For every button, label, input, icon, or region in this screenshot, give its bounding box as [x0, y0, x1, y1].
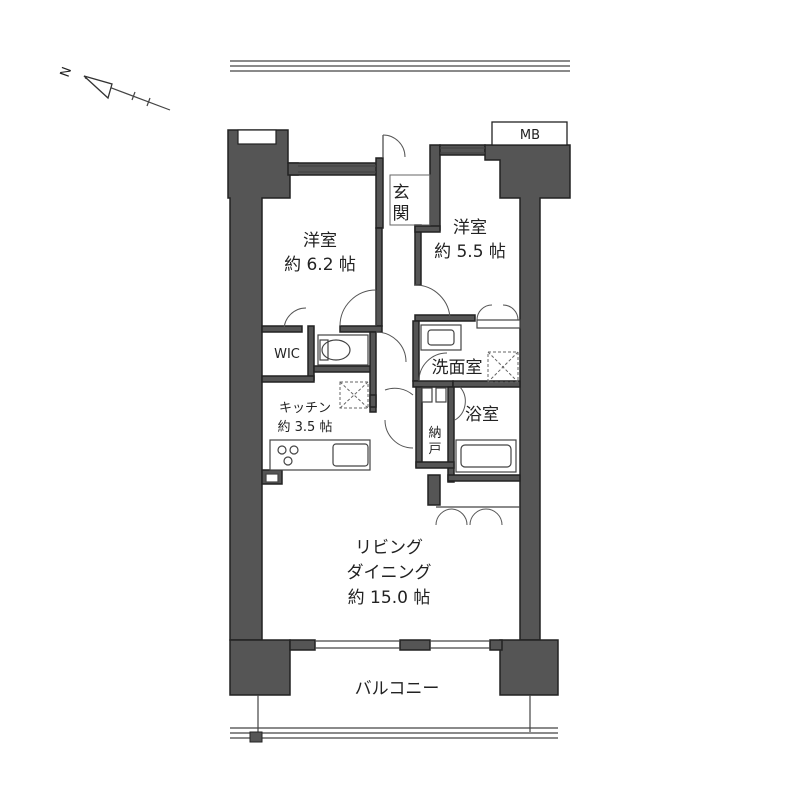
corridor-lines — [230, 60, 570, 72]
entrance-label-2: 関 — [393, 204, 410, 224]
storage-label-2: 戸 — [428, 442, 441, 457]
balcony-lines — [230, 695, 558, 743]
kitchen-name: キッチン — [279, 401, 331, 416]
living-size: 約 15.0 帖 — [348, 588, 431, 608]
entrance-label-1: 玄 — [393, 183, 410, 203]
bedroom1-name: 洋室 — [303, 231, 337, 251]
doors — [283, 134, 521, 526]
kitchen-size: 約 3.5 帖 — [278, 420, 333, 435]
washroom-label: 洗面室 — [432, 358, 483, 378]
living-label-1: リビング — [355, 538, 423, 558]
bedroom2-size: 約 5.5 帖 — [434, 242, 506, 262]
bedroom1-size: 約 6.2 帖 — [284, 255, 356, 275]
balcony-label: バルコニー — [355, 679, 440, 699]
bathroom-label: 浴室 — [465, 405, 499, 425]
north-arrow-icon: N — [58, 65, 171, 111]
north-label: N — [58, 65, 75, 79]
storage-label-1: 納 — [428, 426, 441, 441]
windows — [298, 147, 490, 649]
mb-label: MB — [520, 128, 540, 143]
living-label-2: ダイニング — [347, 563, 432, 583]
bedroom2-name: 洋室 — [453, 218, 487, 238]
wic-label: WIC — [274, 347, 300, 362]
interior-walls — [261, 224, 521, 506]
fixtures — [265, 324, 519, 483]
